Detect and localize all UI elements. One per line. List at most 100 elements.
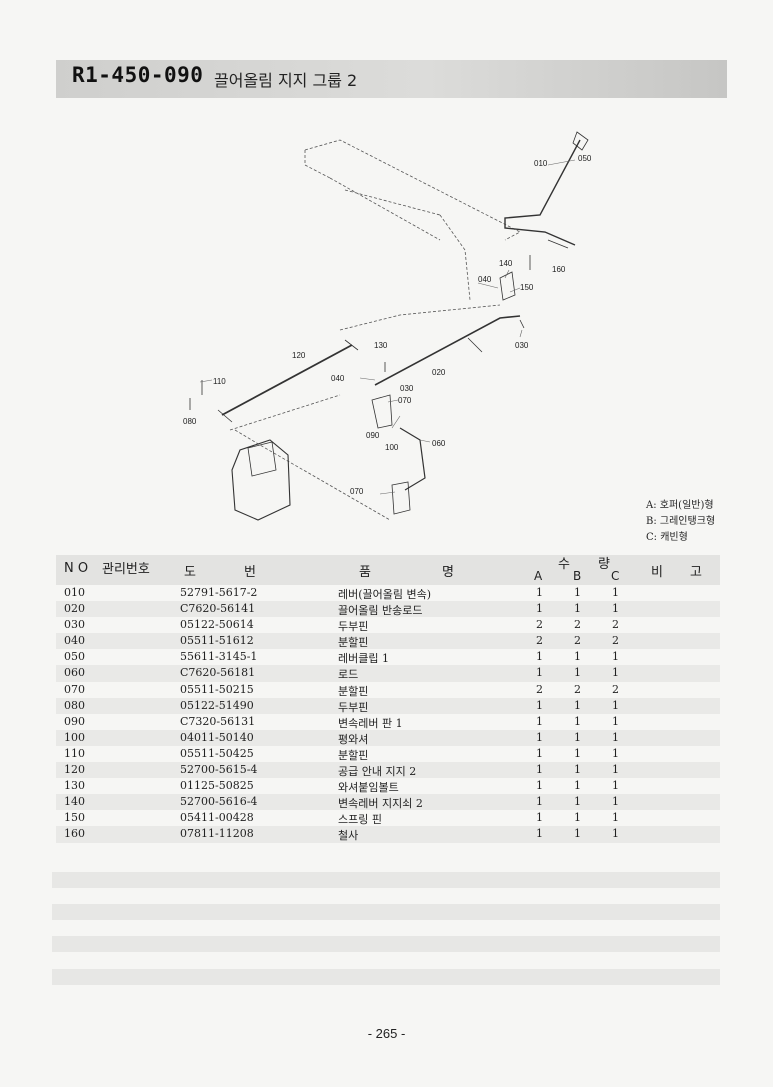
header-remark-1: 비 xyxy=(651,565,663,580)
header-qty-2: 량 xyxy=(598,557,610,572)
cell-qty-b: 1 xyxy=(574,795,581,809)
legend-b: B: 그레인탱크형 xyxy=(646,516,716,527)
cell-qty-b: 1 xyxy=(574,586,581,599)
cell-drawing-no: 07811-11208 xyxy=(180,827,254,841)
cell-qty-b: 1 xyxy=(574,730,581,744)
cell-qty-c: 2 xyxy=(612,618,619,632)
cell-drawing-no: 05511-50215 xyxy=(180,682,254,696)
cell-qty-b: 1 xyxy=(574,698,581,712)
cell-drawing-no: 01125-50825 xyxy=(180,779,254,793)
cell-drawing-no: C7320-56131 xyxy=(180,714,256,728)
callout-150: 150 xyxy=(520,283,534,292)
callout-060: 060 xyxy=(432,439,446,448)
cell-drawing-no: 52700-5615-4 xyxy=(180,763,258,777)
cell-qty-c: 1 xyxy=(612,602,619,616)
cell-part-name: 와셔붙임볼트 xyxy=(338,781,399,795)
callout-050: 050 xyxy=(578,154,592,163)
cell-part-name: 철사 xyxy=(338,829,359,843)
blank-row-band xyxy=(52,904,720,920)
header-name-1: 품 xyxy=(359,565,371,580)
cell-part-name: 로드 xyxy=(338,668,359,682)
lever-clip-050 xyxy=(572,131,589,151)
part-group-code: R1-450-090 xyxy=(72,63,204,87)
cell-qty-c: 1 xyxy=(612,795,619,809)
callout-090: 090 xyxy=(366,431,380,440)
cell-no: 070 xyxy=(64,682,85,696)
cell-qty-b: 2 xyxy=(574,634,581,648)
cell-drawing-no: C7620-56181 xyxy=(180,666,256,680)
cell-part-name: 끌어올림 반송로드 xyxy=(338,604,423,618)
header-qty-a: A xyxy=(534,569,543,583)
cell-part-name: 변속레버 판 1 xyxy=(338,716,403,730)
header-mgmt-no: 관리번호 xyxy=(102,562,150,577)
header-no: N O xyxy=(64,561,89,576)
cell-no: 160 xyxy=(64,827,85,841)
cell-qty-a: 1 xyxy=(536,730,543,744)
callout-030b: 030 xyxy=(400,384,414,393)
cell-drawing-no: 52791-5617-2 xyxy=(180,586,258,599)
legend-c: C: 캐빈형 xyxy=(646,532,688,543)
cell-no: 150 xyxy=(64,811,85,825)
cell-part-name: 두부핀 xyxy=(338,620,369,634)
cell-part-name: 변속레버 지지쇠 2 xyxy=(338,797,423,811)
cell-no: 060 xyxy=(64,666,85,680)
header-name-2: 명 xyxy=(442,565,454,580)
callout-100: 100 xyxy=(385,443,399,452)
cell-qty-b: 1 xyxy=(574,811,581,825)
cell-qty-b: 1 xyxy=(574,779,581,793)
part-group-title: 끌어올림 지지 그룹 2 xyxy=(214,71,358,90)
rod-120 xyxy=(221,344,353,416)
cell-drawing-no: 05122-51490 xyxy=(180,698,254,712)
callout-080: 080 xyxy=(183,417,197,426)
cell-qty-a: 1 xyxy=(536,650,543,664)
cell-part-name: 두부핀 xyxy=(338,700,369,714)
header-qty-1: 수 xyxy=(558,557,570,572)
rod-020 xyxy=(374,315,521,386)
cell-no: 090 xyxy=(64,714,85,728)
cell-no: 120 xyxy=(64,763,85,777)
cell-qty-a: 1 xyxy=(536,602,543,616)
cell-qty-b: 1 xyxy=(574,666,581,680)
cell-qty-a: 1 xyxy=(536,779,543,793)
cell-qty-b: 1 xyxy=(574,827,581,841)
cell-no: 040 xyxy=(64,634,85,648)
cell-qty-c: 2 xyxy=(612,682,619,696)
frame-outline-lower xyxy=(229,304,501,521)
callout-040b: 040 xyxy=(331,374,345,383)
table-row: 060 C7620-56181 로드 1 1 1 xyxy=(56,665,720,682)
callout-070: 070 xyxy=(398,396,412,405)
cell-qty-a: 1 xyxy=(536,714,543,728)
bracket-140 xyxy=(499,271,516,301)
motor-housing xyxy=(231,439,291,521)
cell-no: 030 xyxy=(64,618,85,632)
cell-part-name: 레버(끌어올림 변속) xyxy=(338,588,432,601)
callout-140: 140 xyxy=(499,259,513,268)
cell-no: 010 xyxy=(64,586,85,599)
cell-qty-c: 1 xyxy=(612,730,619,744)
cell-drawing-no: 05122-50614 xyxy=(180,618,254,632)
cell-qty-c: 1 xyxy=(612,666,619,680)
cell-no: 110 xyxy=(64,746,85,760)
header-qty-b: B xyxy=(573,569,582,583)
cell-no: 100 xyxy=(64,730,85,744)
cell-drawing-no: 52700-5616-4 xyxy=(180,795,258,809)
cell-qty-b: 2 xyxy=(574,618,581,632)
cell-qty-b: 1 xyxy=(574,650,581,664)
cell-qty-b: 1 xyxy=(574,746,581,760)
cell-drawing-no: 05511-51612 xyxy=(180,634,254,648)
cell-qty-a: 1 xyxy=(536,666,543,680)
rod-060 xyxy=(399,427,426,491)
blank-row-band xyxy=(52,969,720,985)
cell-drawing-no: C7620-56141 xyxy=(180,602,256,616)
cell-qty-c: 1 xyxy=(612,746,619,760)
